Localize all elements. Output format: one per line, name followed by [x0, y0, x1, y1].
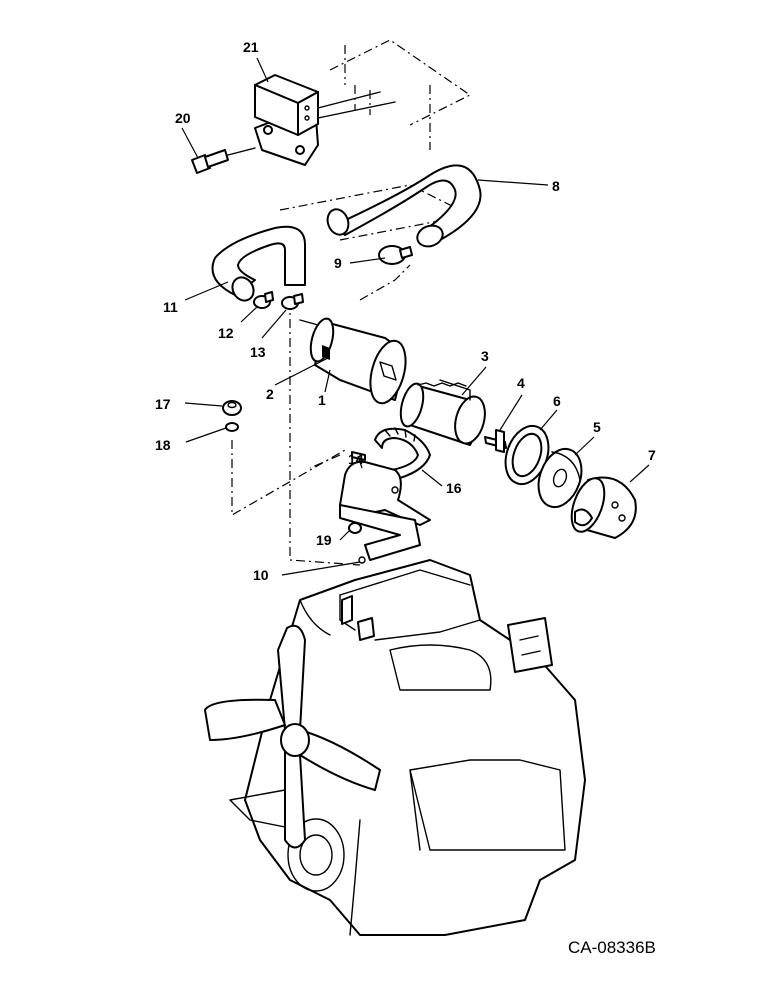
callout-labels: 21 20 8 9 11 12 13 2 1 3 4 6 5 7 14 16 1…	[155, 39, 656, 583]
drawing-number: CA-08336B	[568, 938, 656, 957]
callout-21: 21	[243, 39, 259, 55]
nut-part-17	[222, 400, 242, 416]
washer-part-19	[348, 522, 362, 534]
intake-hose-part-8	[326, 164, 482, 248]
wing-screw-part-4	[484, 429, 507, 453]
callout-3: 3	[481, 348, 489, 364]
mounting-bracket-part-10	[339, 460, 431, 564]
callout-12: 12	[218, 325, 234, 341]
callout-1: 1	[318, 392, 326, 408]
hardware-small	[222, 400, 362, 534]
callout-9: 9	[334, 255, 342, 271]
leader-lines	[181, 57, 650, 576]
callout-4: 4	[517, 375, 525, 391]
callout-5: 5	[593, 419, 601, 435]
callout-7: 7	[648, 447, 656, 463]
engine-block	[229, 559, 586, 936]
callout-2: 2	[266, 386, 274, 402]
callout-10: 10	[253, 567, 269, 583]
callout-17: 17	[155, 396, 171, 412]
elbow-hose-part-11	[211, 225, 306, 302]
callout-16: 16	[446, 480, 462, 496]
callout-13: 13	[250, 344, 266, 360]
filter-element-part-3	[399, 379, 486, 446]
engine-fan	[204, 624, 381, 849]
hose-clamp-part-9	[378, 245, 413, 265]
callout-19: 19	[316, 532, 332, 548]
hose-clamp-part-12	[253, 291, 274, 309]
callout-20: 20	[175, 110, 191, 126]
relay-box-part-21	[254, 74, 396, 166]
dust-cup-part-7	[570, 476, 637, 539]
washer-part-18	[225, 422, 239, 432]
baffle-part-5	[537, 447, 583, 509]
callout-6: 6	[553, 393, 561, 409]
hose-clamp-part-13	[281, 293, 304, 310]
callout-18: 18	[155, 437, 171, 453]
hose-clamps	[253, 245, 413, 310]
assembly-guide-lines	[231, 39, 472, 566]
air-cleaner-body-part-1	[299, 317, 407, 405]
bolt-part-20	[191, 147, 256, 174]
callout-8: 8	[552, 178, 560, 194]
callout-11: 11	[163, 299, 178, 315]
callout-14: 14	[348, 451, 364, 467]
